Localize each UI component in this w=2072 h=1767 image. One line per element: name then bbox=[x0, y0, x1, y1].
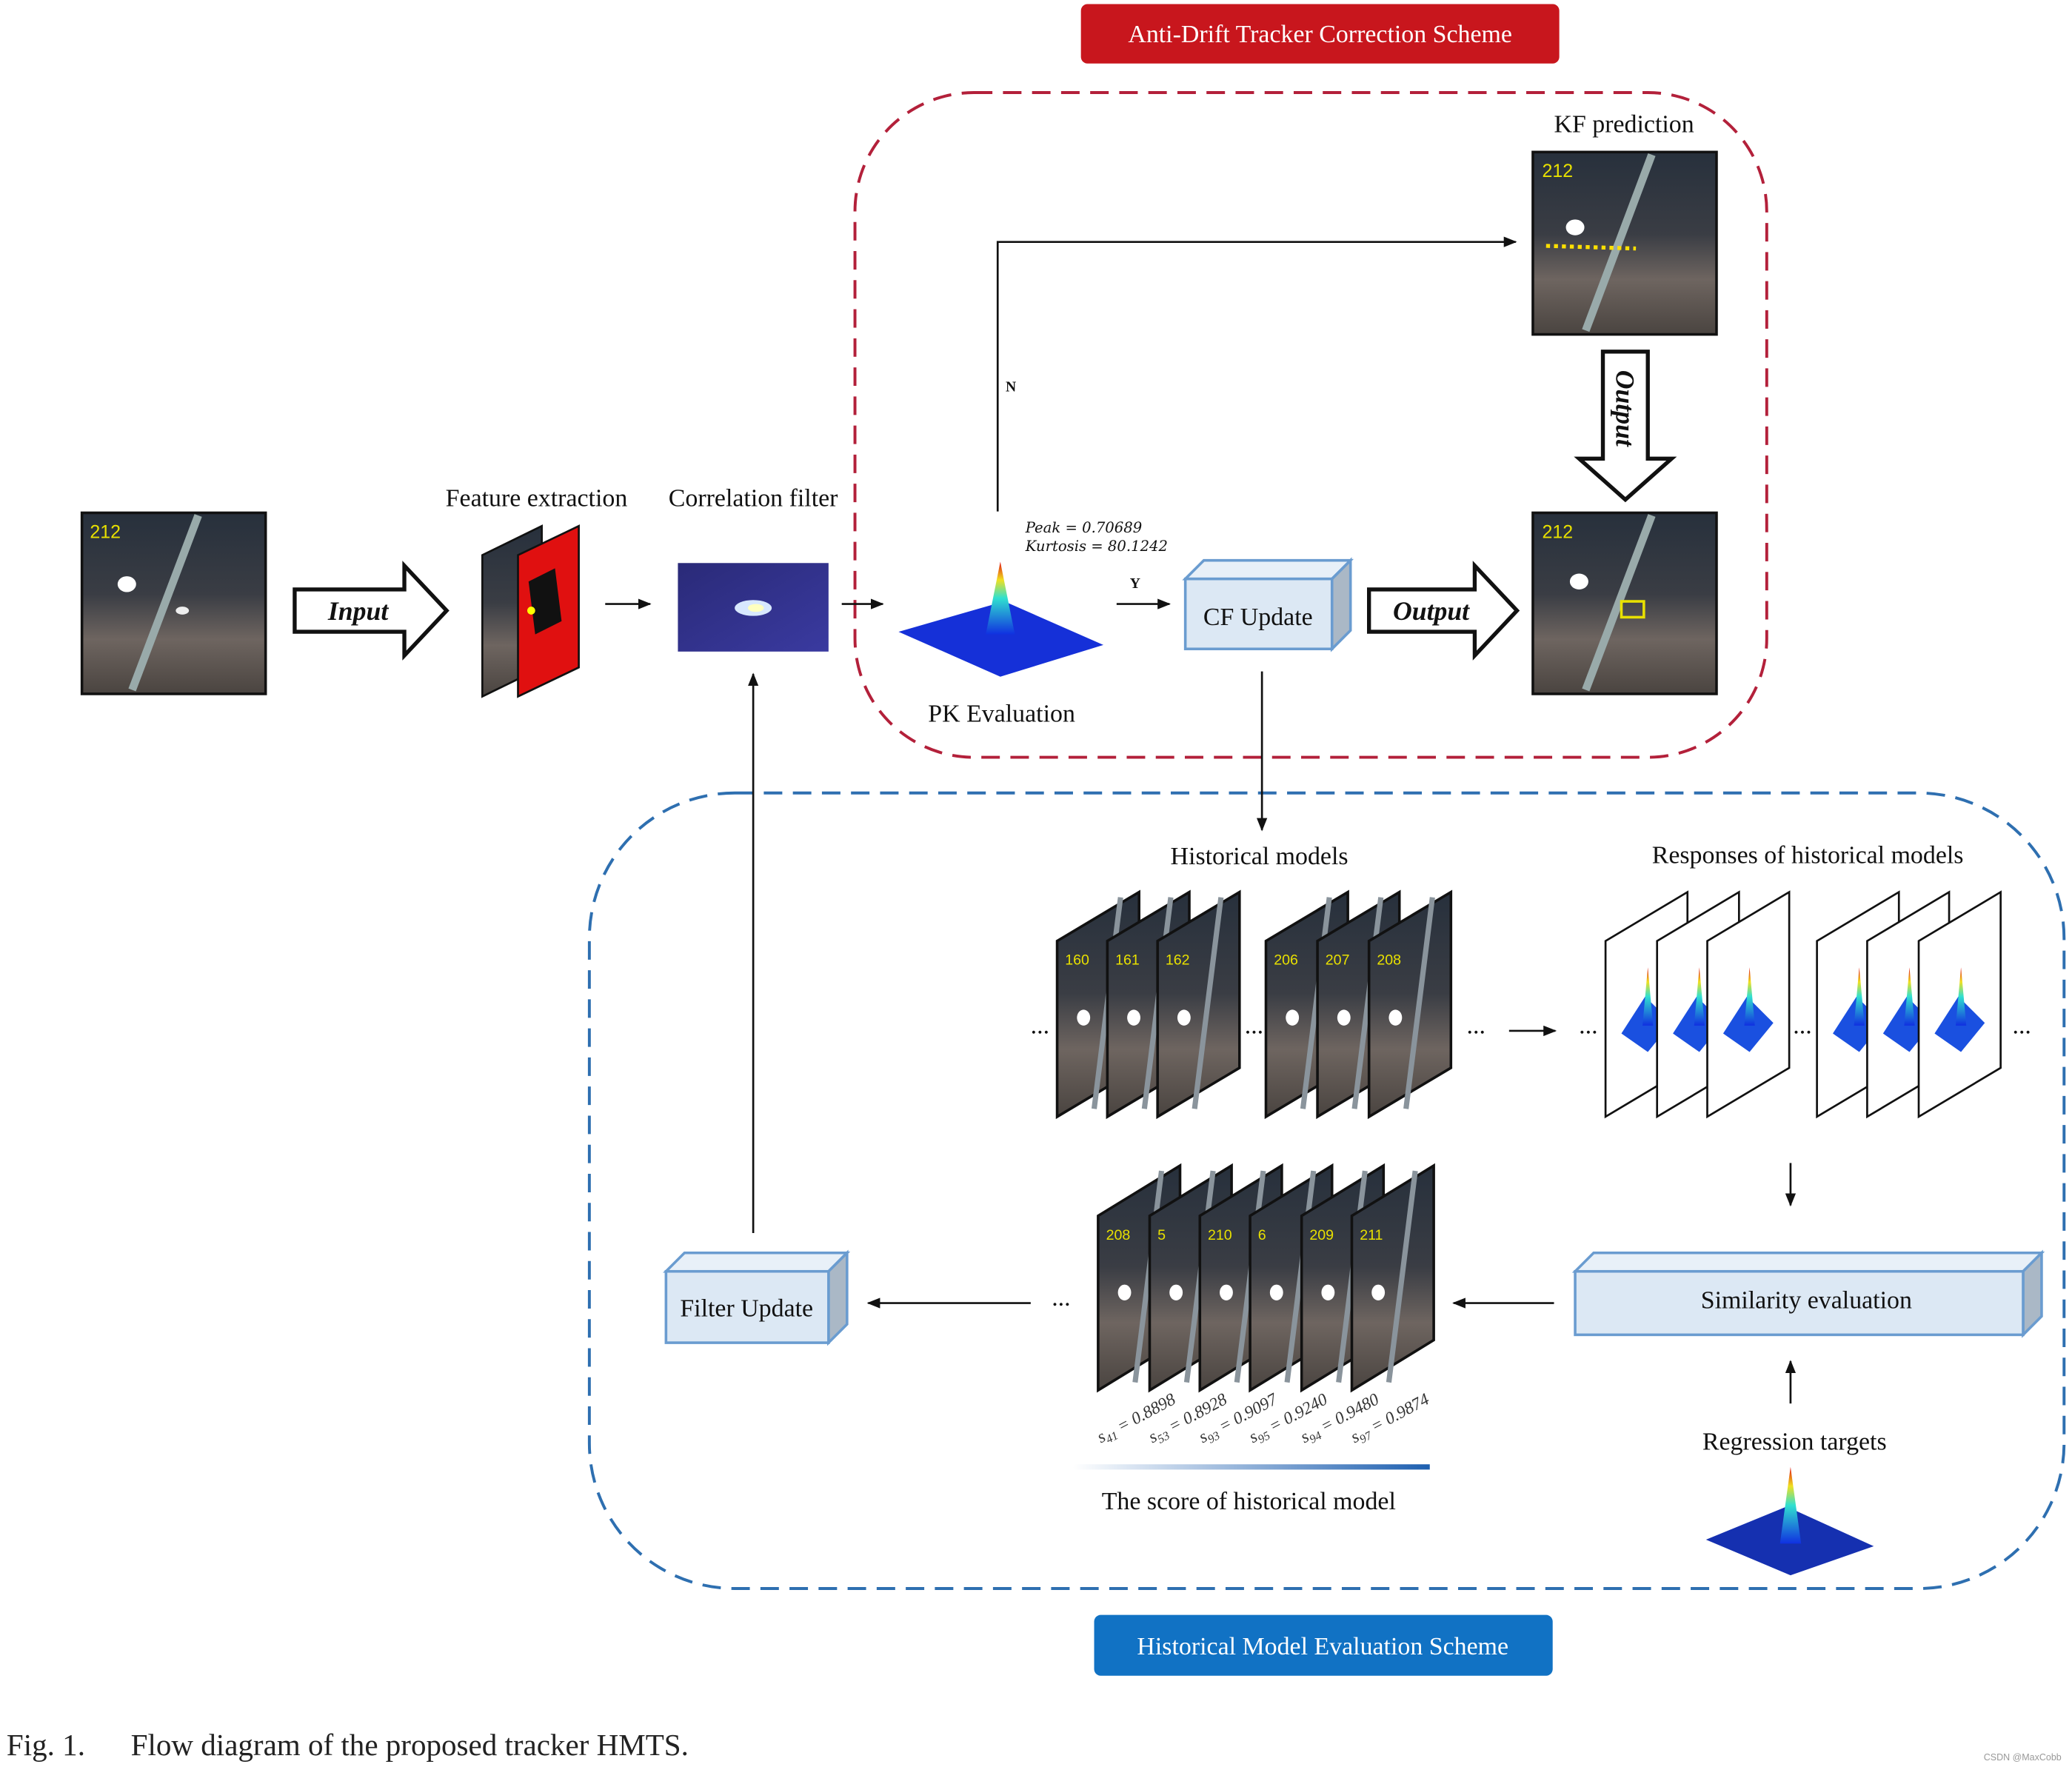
pk-kurtosis-value: Kurtosis = 80.1242 bbox=[1025, 538, 1168, 555]
response-peak bbox=[1744, 967, 1755, 1026]
filter-update-box: Filter Update bbox=[663, 1249, 851, 1346]
ellipsis: ... bbox=[1245, 1012, 1263, 1040]
anti-drift-title-badge: Anti-Drift Tracker Correction Scheme bbox=[1080, 4, 1560, 64]
input-arrow: Input bbox=[293, 561, 450, 661]
correlation-filter-label: Correlation filter bbox=[669, 485, 838, 512]
output-frame-number: 212 bbox=[1542, 521, 1573, 542]
feature-extraction-label: Feature extraction bbox=[446, 485, 628, 512]
branch-no-label: N bbox=[1006, 379, 1016, 395]
pk-peak-value: Peak = 0.70689 bbox=[1025, 519, 1142, 536]
anti-drift-region bbox=[853, 91, 1768, 759]
kf-prediction-label: KF prediction bbox=[1554, 111, 1694, 138]
historical-frame: 162 bbox=[1156, 889, 1241, 1120]
ellipsis: ... bbox=[1793, 1012, 1811, 1040]
ellipsis: ... bbox=[1467, 1012, 1486, 1040]
score-subscript: 94 bbox=[1308, 1429, 1324, 1446]
filter-update-label: Filter Update bbox=[680, 1295, 813, 1322]
historical-eval-title-badge: Historical Model Evaluation Scheme bbox=[1094, 1614, 1553, 1676]
output-down-arrow-label: Output bbox=[1610, 370, 1640, 447]
score-subscript: 53 bbox=[1155, 1429, 1172, 1446]
anti-drift-title: Anti-Drift Tracker Correction Scheme bbox=[1128, 21, 1512, 48]
input-arrow-label: Input bbox=[327, 596, 389, 626]
input-frame-number: 212 bbox=[90, 521, 121, 542]
output-down-arrow: Output bbox=[1574, 350, 1677, 503]
regression-target-surface bbox=[1705, 1466, 1874, 1576]
frame-number: 162 bbox=[1166, 952, 1190, 969]
branch-yes-label: Y bbox=[1130, 576, 1140, 592]
score-gradient-bar bbox=[1072, 1464, 1430, 1470]
ellipsis: ... bbox=[1579, 1012, 1597, 1040]
frame-number: 160 bbox=[1065, 952, 1089, 969]
branch-no-line bbox=[996, 236, 1517, 512]
figure-caption: Flow diagram of the proposed tracker HMT… bbox=[131, 1728, 689, 1762]
response-map bbox=[1917, 890, 2002, 1119]
responses-label: Responses of historical models bbox=[1652, 841, 1964, 869]
frame-number: 209 bbox=[1309, 1227, 1334, 1243]
output-arrow: Output bbox=[1367, 561, 1520, 661]
feature-maps bbox=[481, 524, 580, 698]
pk-evaluation-label: PK Evaluation bbox=[928, 700, 1075, 727]
frame-number: 6 bbox=[1258, 1227, 1266, 1243]
cf-update-label: CF Update bbox=[1203, 604, 1313, 631]
kf-prediction-frame: 212 bbox=[1531, 150, 1718, 336]
score-subscript: 95 bbox=[1256, 1429, 1272, 1446]
ellipsis: ... bbox=[1052, 1284, 1070, 1312]
score-subscript: 41 bbox=[1104, 1429, 1120, 1446]
regression-targets-label: Regression targets bbox=[1702, 1429, 1887, 1456]
response-peak bbox=[1642, 967, 1654, 1026]
historical-models-label: Historical models bbox=[1171, 843, 1349, 870]
historical-frame: 208 bbox=[1367, 889, 1453, 1120]
output-frame: 212 bbox=[1531, 511, 1718, 695]
figure-number: Fig. 1. bbox=[7, 1728, 85, 1762]
kf-frame-number: 212 bbox=[1542, 161, 1573, 181]
score-caption: The score of historical model bbox=[1102, 1488, 1396, 1515]
watermark: CSDN @MaxCobb bbox=[1984, 1752, 2062, 1763]
historical-response-maps bbox=[1604, 890, 2002, 1119]
similarity-evaluation-box: Similarity evaluation bbox=[1571, 1249, 2045, 1338]
similarity-evaluation-label: Similarity evaluation bbox=[1701, 1287, 1912, 1315]
cf-update-box: CF Update bbox=[1182, 557, 1354, 652]
score-subscript: 97 bbox=[1357, 1429, 1374, 1446]
response-peak bbox=[1694, 967, 1705, 1026]
response-peak bbox=[1955, 967, 1967, 1026]
historical-model-frames: 160 161 162 206 207 208 bbox=[1055, 889, 1453, 1120]
score-subscript: 93 bbox=[1206, 1429, 1222, 1446]
response-map bbox=[1706, 890, 1791, 1119]
ellipsis: ... bbox=[2012, 1012, 2031, 1040]
frame-number: 210 bbox=[1208, 1227, 1232, 1243]
frame-number: 5 bbox=[1157, 1227, 1166, 1243]
frame-number: 211 bbox=[1360, 1227, 1383, 1243]
output-arrow-label: Output bbox=[1393, 596, 1470, 626]
historical-eval-region bbox=[587, 791, 2066, 1590]
frame-number: 208 bbox=[1377, 952, 1401, 969]
frame-number: 161 bbox=[1115, 952, 1140, 969]
ellipsis: ... bbox=[1031, 1012, 1049, 1040]
frame-number: 206 bbox=[1274, 952, 1298, 969]
input-frame: 212 bbox=[80, 511, 267, 695]
response-peak bbox=[1904, 967, 1915, 1026]
historical-eval-title: Historical Model Evaluation Scheme bbox=[1137, 1633, 1508, 1660]
pk-response-surface bbox=[898, 561, 1104, 677]
response-peak bbox=[1854, 967, 1865, 1026]
frame-number: 207 bbox=[1326, 952, 1350, 969]
correlation-filter-image bbox=[678, 563, 829, 652]
frame-number: 208 bbox=[1106, 1227, 1131, 1243]
